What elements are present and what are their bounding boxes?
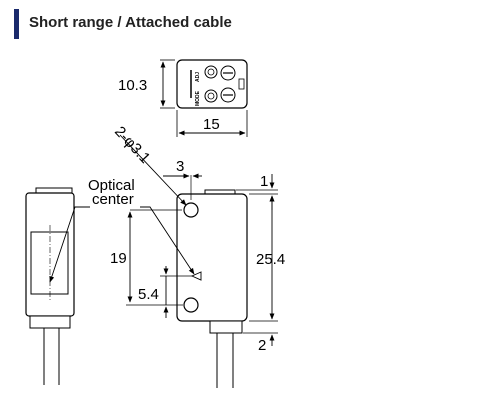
optical-center-label-line1: Optical [88,177,135,194]
header-accent-bar [14,9,19,39]
dim-top-gap: 1 [260,173,268,190]
dim-hole-height: 5.4 [138,286,159,303]
mounting-hole-top [183,202,199,218]
side-view [25,187,75,385]
dim-optical-height: 19 [110,250,127,267]
section-title: Short range / Attached cable [29,14,232,31]
lens-window [30,231,69,295]
front-view [160,189,248,388]
section-header: Short range / Attached cable [14,9,474,39]
dim-hole-diameter: 2-φ3.1 [111,123,153,167]
mounting-hole-bottom [183,297,199,313]
optical-leader-right [140,206,195,275]
adjust-knob-top [204,65,236,81]
dim-hole-offset: 3 [176,158,184,175]
cable-bushing-side [29,315,71,329]
side-notch [238,78,245,90]
hole-leader [119,134,187,206]
dim-body-height: 25.4 [256,251,285,268]
knob-label-adj: ADJ [195,72,201,82]
mode-knob-bottom [204,87,236,103]
dim-bottom-gap: 2 [258,337,266,354]
dim-depth: 10.3 [118,77,147,94]
optical-center-label-line2: center [92,191,134,208]
optical-leader-left [49,206,90,283]
top-view: ADJ MODE 10.3 15 [118,59,248,137]
dim-width: 15 [203,116,220,133]
optical-center-mark [190,271,202,281]
cable-bushing-front [209,320,243,334]
knob-label-mode: MODE [195,90,201,106]
side-view-body [25,192,75,317]
